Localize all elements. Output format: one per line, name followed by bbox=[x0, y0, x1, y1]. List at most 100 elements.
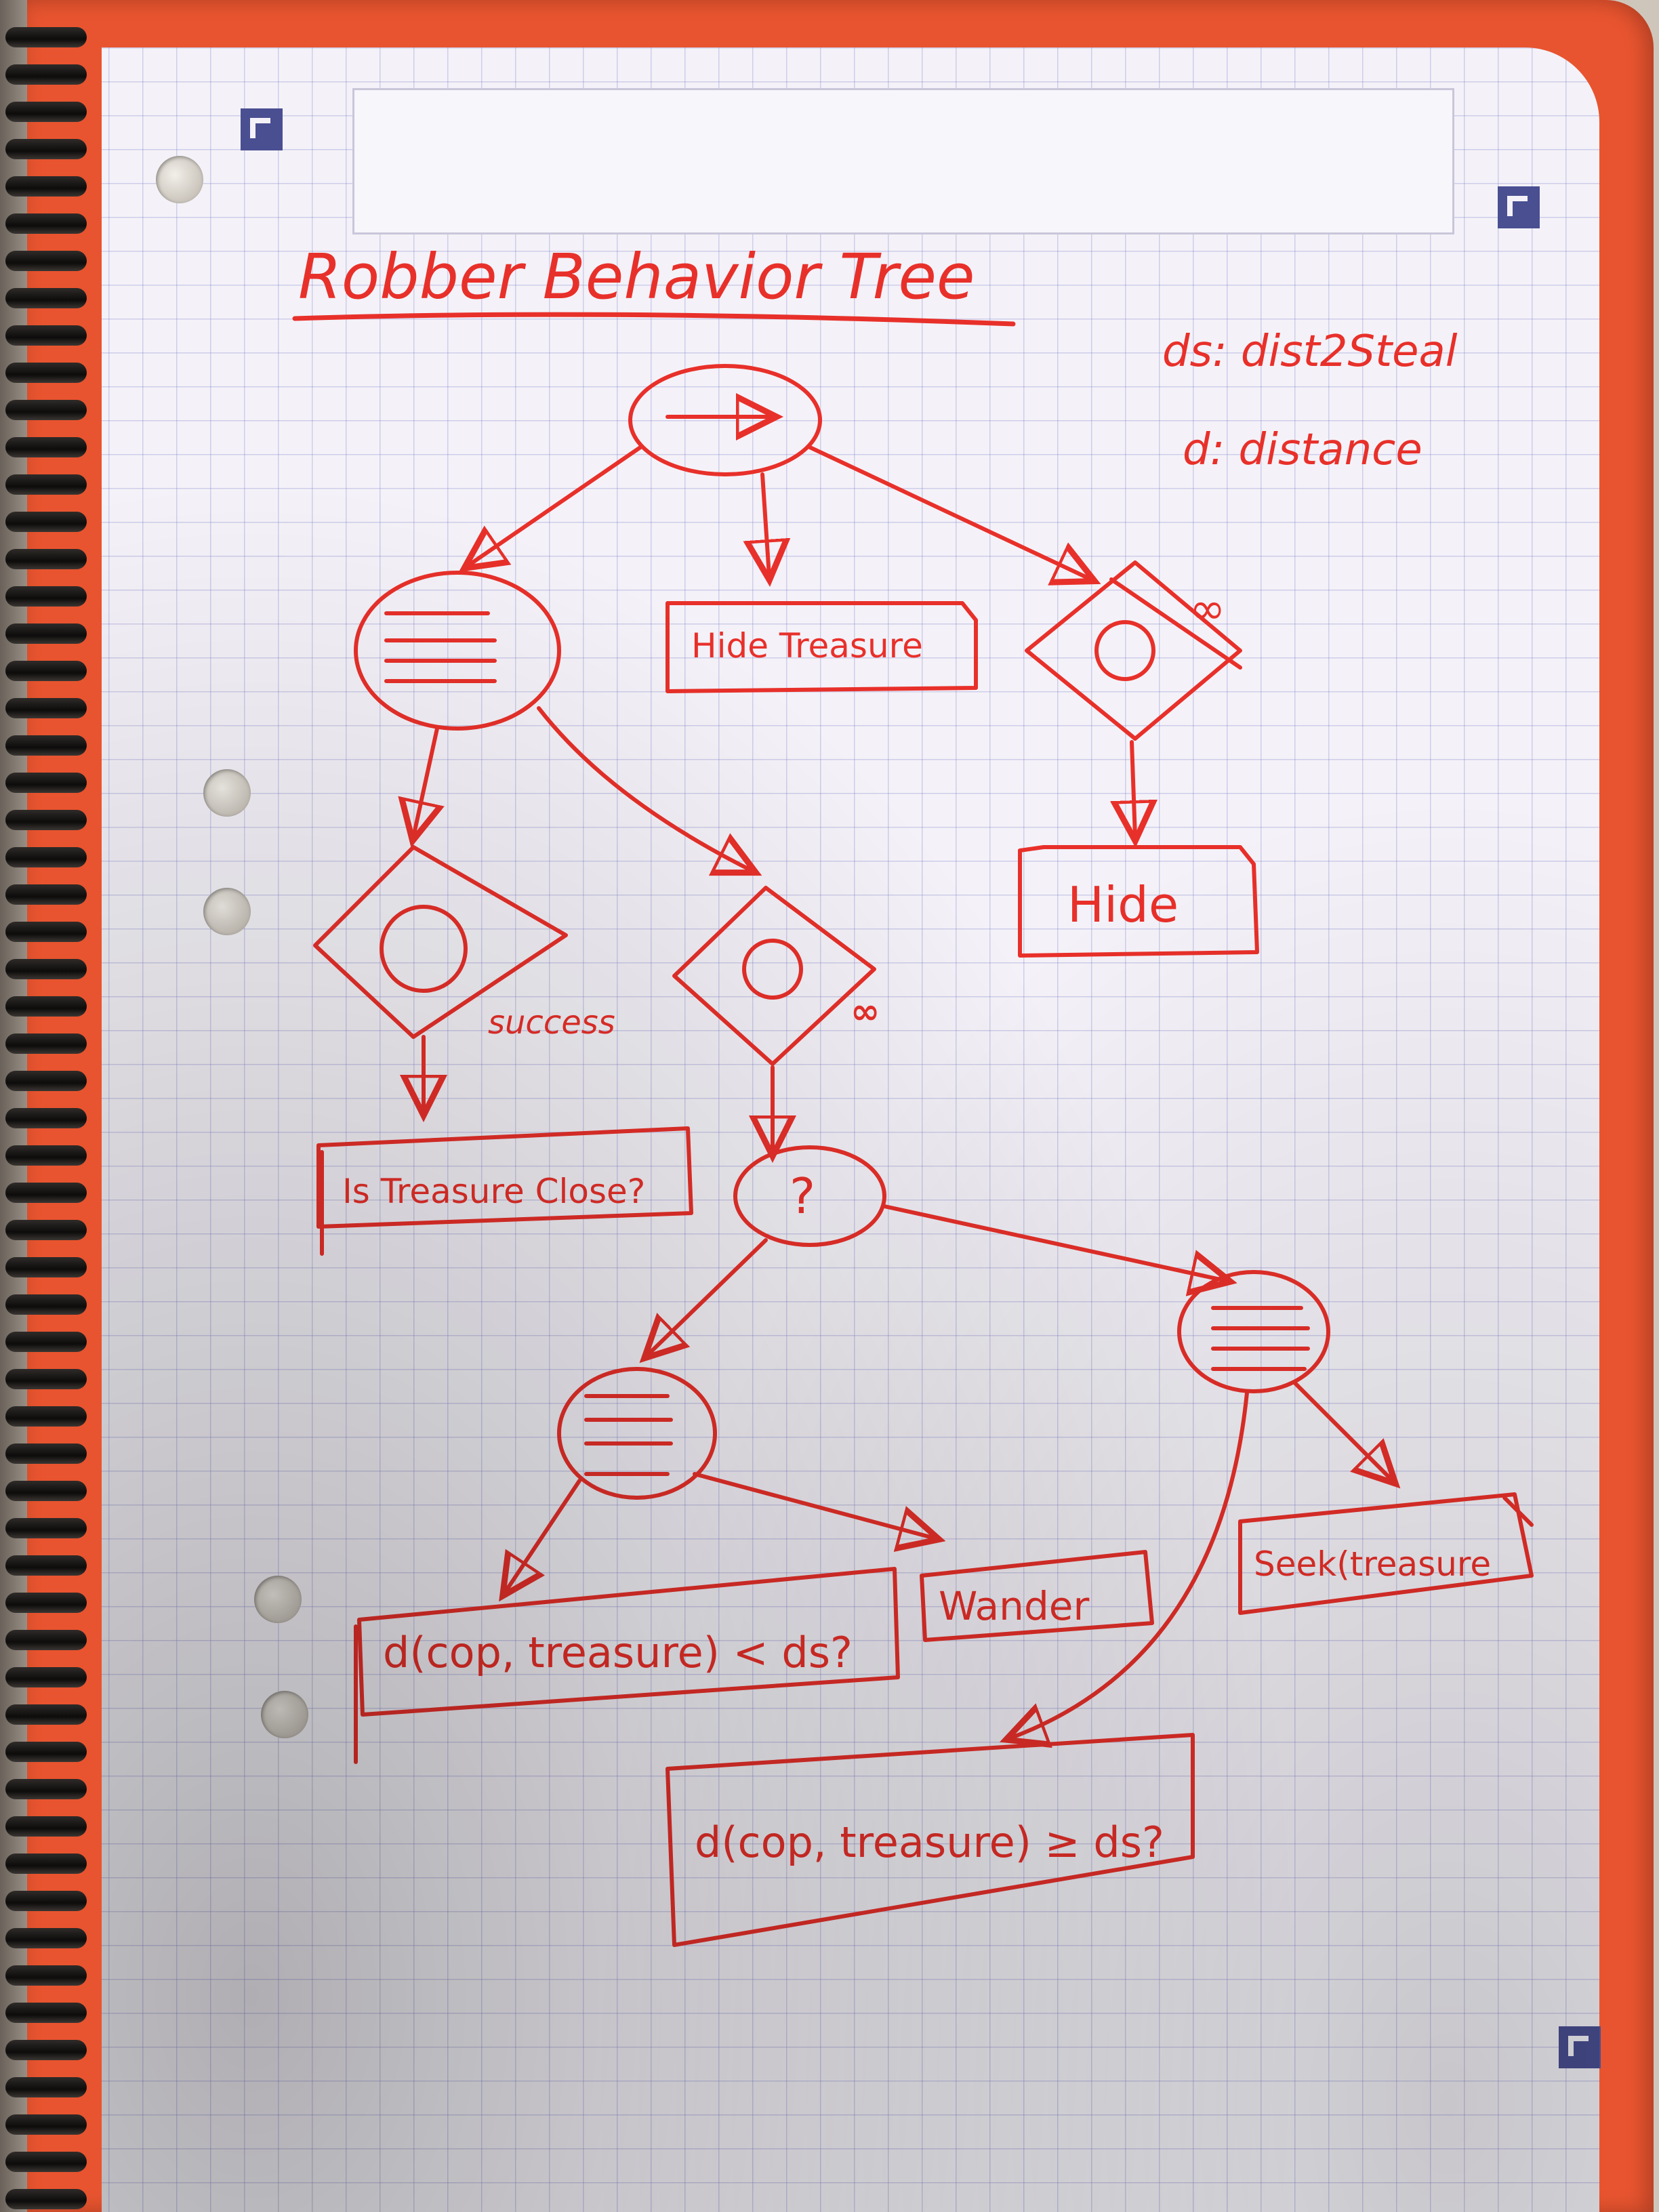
spiral-ring bbox=[5, 698, 87, 718]
spiral-ring bbox=[5, 1481, 87, 1501]
spiral-ring bbox=[5, 437, 87, 457]
seek-treasure-label: Seek(treasure bbox=[1254, 1544, 1491, 1584]
wander-box bbox=[920, 1550, 1154, 1642]
spiral-ring bbox=[5, 1518, 87, 1538]
spiral-ring bbox=[5, 1145, 87, 1166]
spiral-ring bbox=[5, 1779, 87, 1799]
spiral-ring bbox=[5, 1406, 87, 1427]
spiral-ring bbox=[5, 1294, 87, 1315]
spiral-ring bbox=[5, 1593, 87, 1613]
root-sequence-node bbox=[628, 364, 822, 476]
spiral-ring bbox=[5, 1891, 87, 1911]
spiral-ring bbox=[5, 1630, 87, 1650]
cond-geq-box bbox=[665, 1733, 1195, 1947]
spiral-ring bbox=[5, 400, 87, 420]
grid-paper-page bbox=[102, 47, 1599, 2212]
repeater-icon bbox=[380, 905, 468, 993]
repeater-infinite-annotation: ∞ bbox=[1189, 584, 1225, 634]
spiral-ring bbox=[5, 735, 87, 756]
punch-hole bbox=[203, 769, 251, 817]
spiral-ring bbox=[5, 1667, 87, 1687]
repeater-loop-annotation: ∞ bbox=[851, 991, 880, 1032]
seek-treasure-box bbox=[1238, 1492, 1534, 1615]
spiral-ring bbox=[5, 773, 87, 793]
wander-label: Wander bbox=[939, 1583, 1089, 1629]
spiral-ring bbox=[5, 959, 87, 979]
corner-marker-icon bbox=[241, 108, 283, 150]
punch-hole bbox=[254, 1576, 302, 1623]
edge-parallel-cond-geq bbox=[1010, 1391, 1249, 1738]
is-treasure-close-box bbox=[316, 1126, 693, 1229]
parallel-node bbox=[557, 1367, 717, 1500]
box-corner-stroke bbox=[1502, 1496, 1534, 1527]
spiral-ring bbox=[5, 1183, 87, 1203]
hide-treasure-box bbox=[665, 601, 978, 693]
spiral-ring bbox=[5, 2114, 87, 2135]
repeater-strike bbox=[1109, 577, 1242, 670]
spiral-ring bbox=[5, 1108, 87, 1128]
header-field bbox=[352, 88, 1454, 234]
spiral-ring bbox=[5, 996, 87, 1017]
spiral-ring bbox=[5, 1257, 87, 1277]
spiral-ring bbox=[5, 1742, 87, 1762]
edge-root-hide-treasure bbox=[762, 472, 769, 576]
edge-repeater-hide bbox=[1132, 740, 1135, 837]
spiral-ring bbox=[5, 922, 87, 942]
spiral-ring bbox=[5, 1928, 87, 1948]
spiral-ring bbox=[5, 27, 87, 47]
parallel-arrows-icon bbox=[584, 1394, 673, 1476]
corner-marker-icon bbox=[1498, 186, 1540, 228]
spiral-ring bbox=[5, 1965, 87, 1986]
spiral-ring bbox=[5, 1853, 87, 1874]
spiral-ring bbox=[5, 251, 87, 271]
edge-root-parallel bbox=[468, 445, 642, 566]
parallel-node bbox=[1177, 1270, 1330, 1393]
spiral-ring bbox=[5, 1033, 87, 1054]
repeat-until-success-node bbox=[313, 845, 568, 1039]
spiral-ring bbox=[5, 325, 87, 346]
repeater-infinite-node bbox=[1025, 560, 1242, 741]
cond-less-label: d(cop, treasure) < ds? bbox=[383, 1628, 853, 1677]
spiral-ring bbox=[5, 1071, 87, 1091]
spiral-ring bbox=[5, 661, 87, 681]
spiral-ring bbox=[5, 176, 87, 197]
spiral-ring bbox=[5, 288, 87, 308]
spiral-ring bbox=[5, 2189, 87, 2209]
legend-ds: ds: dist2Steal bbox=[1162, 327, 1458, 377]
spiral-ring bbox=[5, 2040, 87, 2060]
cond-less-box bbox=[357, 1567, 900, 1717]
hide-treasure-label: Hide Treasure bbox=[691, 626, 923, 665]
hide-box bbox=[1018, 845, 1259, 958]
spiral-ring bbox=[5, 1369, 87, 1389]
repeat-success-annotation: success bbox=[488, 1004, 615, 1042]
parallel-arrows-icon bbox=[1211, 1306, 1310, 1371]
spiral-ring bbox=[5, 213, 87, 234]
spiral-ring bbox=[5, 586, 87, 607]
spiral-ring bbox=[5, 847, 87, 867]
spiral-ring bbox=[5, 102, 87, 122]
edge-root-repeater bbox=[808, 445, 1091, 579]
spiral-ring bbox=[5, 474, 87, 495]
hide-label: Hide bbox=[1067, 876, 1179, 933]
spiral-ring bbox=[5, 1332, 87, 1352]
spiral-ring bbox=[5, 884, 87, 905]
selector-node bbox=[733, 1145, 886, 1247]
spiral-ring bbox=[5, 1704, 87, 1725]
legend-d: d: distance bbox=[1183, 425, 1422, 475]
edge-parallel-wander bbox=[693, 1472, 935, 1538]
spiral-ring bbox=[5, 139, 87, 159]
parallel-node bbox=[354, 571, 561, 731]
spiral-ring bbox=[5, 810, 87, 830]
parallel-arrows-icon bbox=[384, 611, 497, 683]
punch-hole bbox=[156, 156, 203, 203]
spiral-ring bbox=[5, 2077, 87, 2097]
repeater-loop-node bbox=[672, 886, 876, 1066]
edge-parallel-repeat-success bbox=[413, 726, 437, 837]
spiral-ring bbox=[5, 1220, 87, 1240]
punch-hole bbox=[203, 888, 251, 935]
corner-marker-icon bbox=[1559, 2026, 1601, 2068]
cond-geq-label: d(cop, treasure) ≥ ds? bbox=[695, 1818, 1164, 1867]
spiral-ring bbox=[5, 512, 87, 532]
spiral-ring bbox=[5, 64, 87, 85]
selector-symbol: ? bbox=[790, 1168, 815, 1225]
